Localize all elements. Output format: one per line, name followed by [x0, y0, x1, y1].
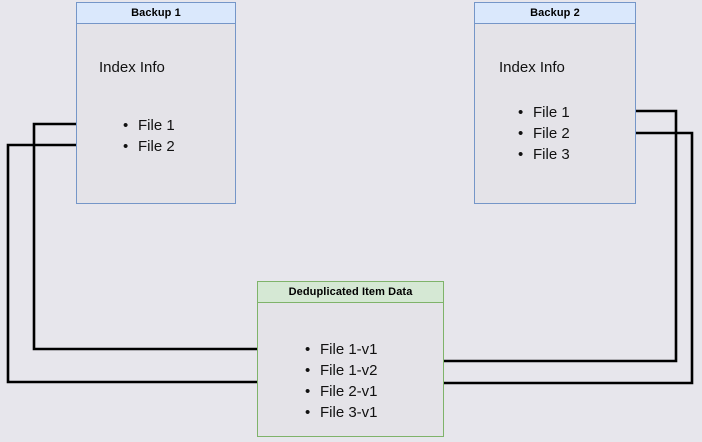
dedup-title: Deduplicated Item Data	[258, 282, 443, 303]
dedup-item: File 1-v1	[304, 339, 378, 360]
backup1-file-item: File 1	[122, 115, 175, 136]
dedup-item: File 2-v1	[304, 381, 378, 402]
backup2-index-info-label: Index Info	[499, 59, 565, 76]
dedup-item-list: File 1-v1 File 1-v2 File 2-v1 File 3-v1	[304, 339, 378, 423]
backup2-file-item: File 2	[517, 123, 570, 144]
backup2-file-list: File 1 File 2 File 3	[517, 102, 570, 165]
backup1-file-list: File 1 File 2	[122, 115, 175, 157]
backup1-file-item: File 2	[122, 136, 175, 157]
backup2-file-item: File 3	[517, 144, 570, 165]
backup2-box: Backup 2 Index Info File 1 File 2 File 3	[474, 2, 636, 204]
dedup-item: File 1-v2	[304, 360, 378, 381]
dedup-item: File 3-v1	[304, 402, 378, 423]
backup2-file-item: File 1	[517, 102, 570, 123]
backup2-title: Backup 2	[475, 3, 635, 24]
backup1-box: Backup 1 Index Info File 1 File 2	[76, 2, 236, 204]
dedup-box: Deduplicated Item Data File 1-v1 File 1-…	[257, 281, 444, 437]
backup1-title: Backup 1	[77, 3, 235, 24]
backup1-index-info-label: Index Info	[99, 59, 165, 76]
